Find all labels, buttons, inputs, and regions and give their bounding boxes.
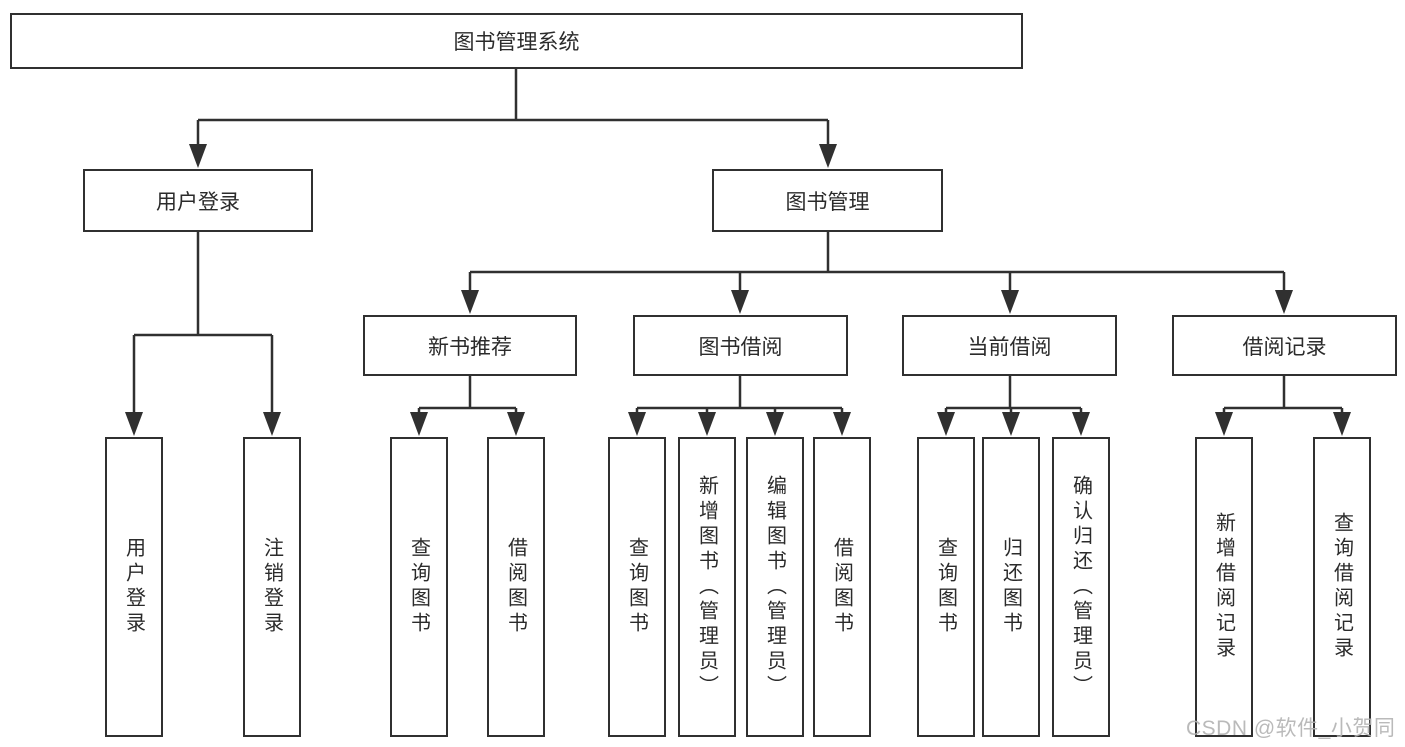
node-user-login: 用户登录 bbox=[83, 169, 313, 232]
node-current-borrowing: 当前借阅 bbox=[902, 315, 1117, 376]
leaf-add-books-admin: 新增图书（管理员） bbox=[678, 437, 736, 737]
node-root: 图书管理系统 bbox=[10, 13, 1023, 69]
leaf-query-books-rec: 查询图书 bbox=[390, 437, 448, 737]
leaf-confirm-return-admin: 确认归还（管理员） bbox=[1052, 437, 1110, 737]
node-book-management: 图书管理 bbox=[712, 169, 943, 232]
watermark: CSDN @软件_小贺同学 bbox=[1186, 717, 1396, 740]
leaf-return-books: 归还图书 bbox=[982, 437, 1040, 737]
connector-lines bbox=[132, 69, 1344, 415]
leaf-add-borrow-record: 新增借阅记录 bbox=[1195, 437, 1253, 737]
arrowhead-icons bbox=[125, 144, 1351, 436]
node-new-book-recommendation: 新书推荐 bbox=[363, 315, 577, 376]
leaf-edit-books-admin: 编辑图书（管理员） bbox=[746, 437, 804, 737]
leaf-query-books-current: 查询图书 bbox=[917, 437, 975, 737]
leaf-borrow-books-rec: 借阅图书 bbox=[487, 437, 545, 737]
node-book-borrowing: 图书借阅 bbox=[633, 315, 848, 376]
leaf-logout: 注销登录 bbox=[243, 437, 301, 737]
node-borrowing-records: 借阅记录 bbox=[1172, 315, 1397, 376]
leaf-query-borrow-record: 查询借阅记录 bbox=[1313, 437, 1371, 737]
leaf-query-books-borrow: 查询图书 bbox=[608, 437, 666, 737]
leaf-user-login: 用户登录 bbox=[105, 437, 163, 737]
leaf-borrow-books: 借阅图书 bbox=[813, 437, 871, 737]
